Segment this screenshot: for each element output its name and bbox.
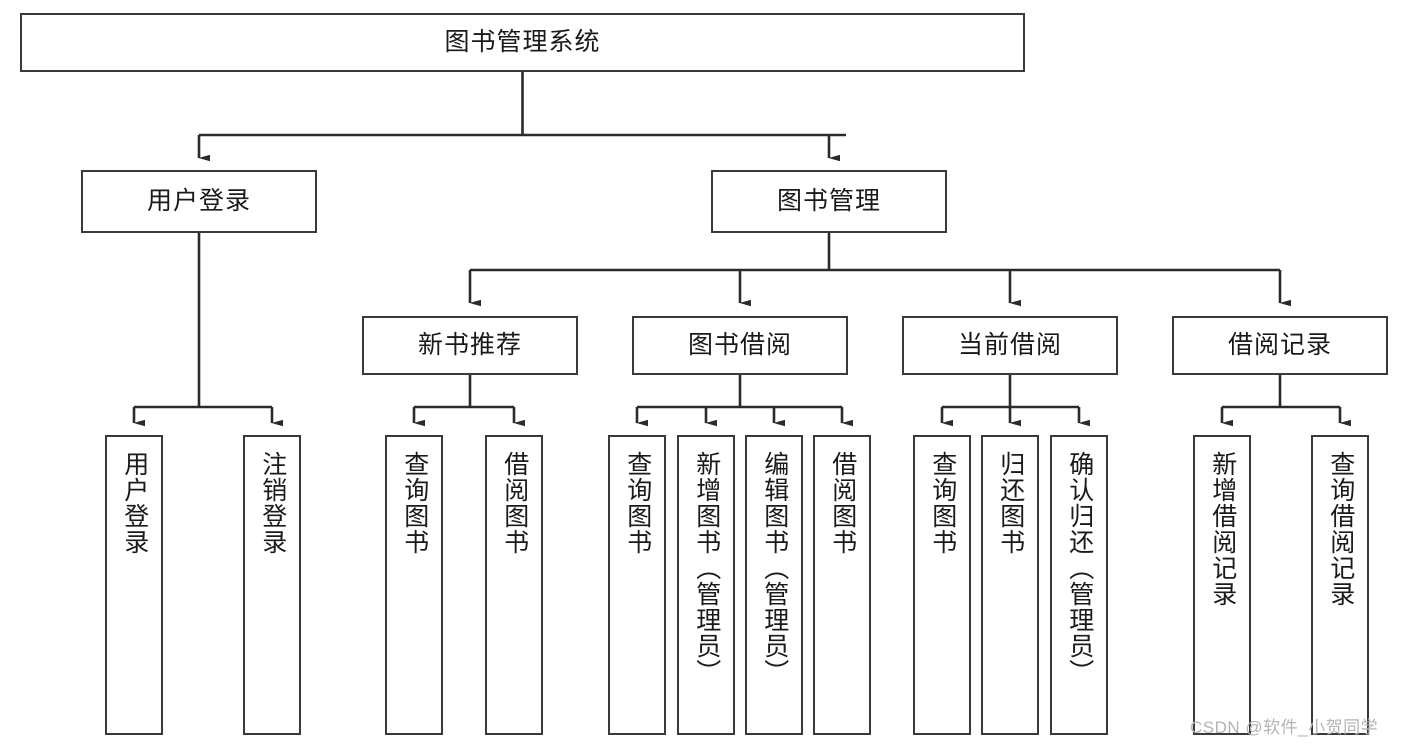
watermark: CSDN @软件_小贺同学 [1190,718,1379,737]
leaf-label: 查询借阅记录 [1326,451,1355,607]
node-label: 当前借阅 [957,331,1062,359]
leaf-user-login-logout[interactable]: 注销登录 [243,435,301,735]
leaf-record-add-record[interactable]: 新增借阅记录 [1193,435,1251,735]
node-label: 用户登录 [146,187,251,215]
leaf-label: 归还图书 [996,451,1025,555]
node-label: 新书推荐 [417,331,522,359]
node-current-borrow[interactable]: 当前借阅 [902,316,1118,375]
leaf-label: 注销登录 [258,451,287,555]
node-label: 图书借阅 [687,331,792,359]
leaf-borrow-query-book[interactable]: 查询图书 [608,435,666,735]
leaf-label: 查询图书 [623,451,652,555]
leaf-borrow-add-book[interactable]: 新增图书（管理员） [677,435,735,735]
node-user-login[interactable]: 用户登录 [81,170,317,233]
leaf-record-query-record[interactable]: 查询借阅记录 [1311,435,1369,735]
leaf-label: 查询图书 [400,451,429,555]
leaf-borrow-borrow-book[interactable]: 借阅图书 [813,435,871,735]
leaf-label: 借阅图书 [500,451,529,555]
leaf-recommend-query-book[interactable]: 查询图书 [385,435,443,735]
node-label: 借阅记录 [1227,331,1332,359]
leaf-label: 新增图书（管理员） [692,451,721,685]
node-label: 图书管理 [776,187,881,215]
leaf-label: 查询图书 [928,451,957,555]
leaf-borrow-edit-book[interactable]: 编辑图书（管理员） [745,435,803,735]
node-label: 图书管理系统 [444,28,601,56]
leaf-label: 借阅图书 [828,451,857,555]
leaf-label: 用户登录 [120,451,149,555]
node-book-management[interactable]: 图书管理 [711,170,947,233]
leaf-label: 确认归还（管理员） [1065,451,1094,685]
leaf-current-confirm-return[interactable]: 确认归还（管理员） [1050,435,1108,735]
leaf-user-login-login[interactable]: 用户登录 [105,435,163,735]
leaf-current-return-book[interactable]: 归还图书 [981,435,1039,735]
leaf-recommend-borrow-book[interactable]: 借阅图书 [485,435,543,735]
leaf-current-query-book[interactable]: 查询图书 [913,435,971,735]
node-root-system[interactable]: 图书管理系统 [20,13,1025,72]
leaf-label: 编辑图书（管理员） [760,451,789,685]
leaf-label: 新增借阅记录 [1208,451,1237,607]
node-book-borrow[interactable]: 图书借阅 [632,316,848,375]
node-new-book-recommend[interactable]: 新书推荐 [362,316,578,375]
node-borrow-record[interactable]: 借阅记录 [1172,316,1388,375]
